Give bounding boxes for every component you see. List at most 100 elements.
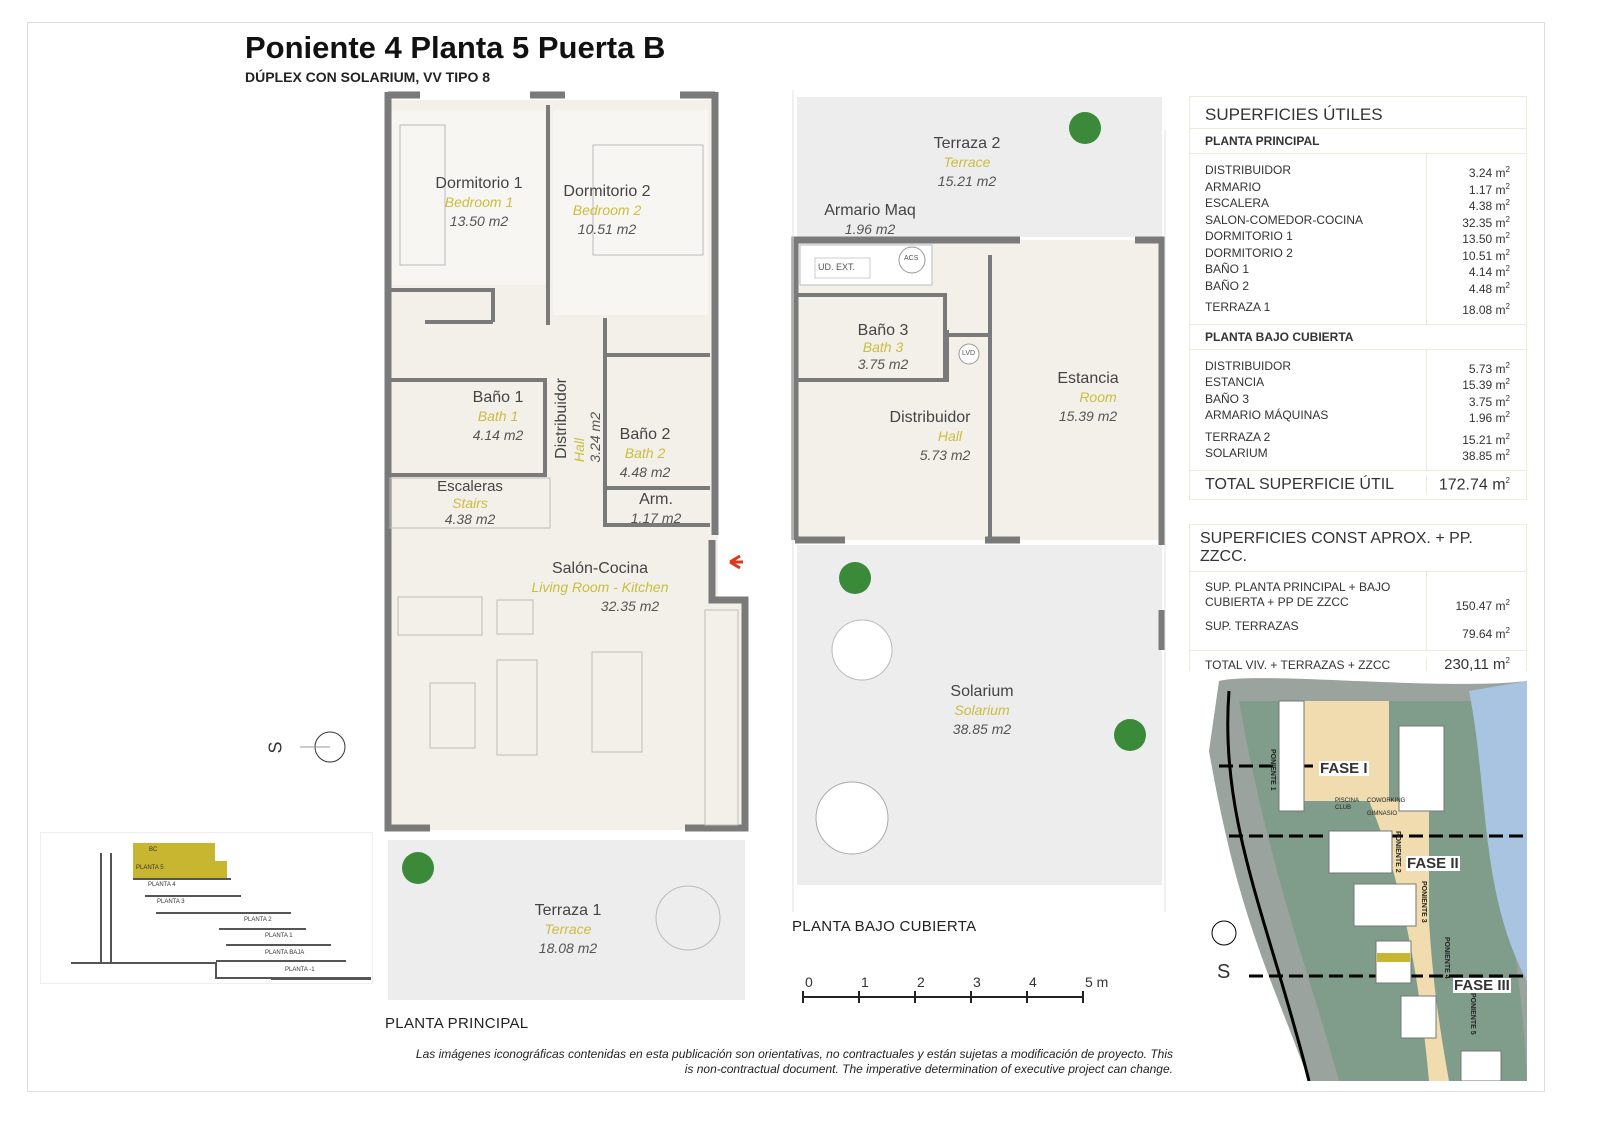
ud-ext-unit (814, 257, 871, 279)
area-row-label: BAÑO 2 (1205, 278, 1250, 293)
level-label: PLANTA 5 (136, 865, 164, 871)
site-plan: PONIENTE 1 PONIENTE 2 PONIENTE 3 PONIENT… (1189, 671, 1527, 1081)
ud-ext-label: UD. EXT. (818, 262, 856, 272)
unit: m (1492, 475, 1506, 493)
scale-tick: 4 (1029, 974, 1037, 990)
level-label: PLANTA 1 (265, 933, 293, 939)
total-value: 230,11 (1444, 656, 1489, 673)
area-row-label: ESTANCIA (1205, 375, 1265, 389)
area-row-value: 4.14 m2 (1468, 264, 1510, 279)
area-row-label: TERRAZA 1 (1205, 300, 1271, 314)
lvd-label: LVD (962, 350, 976, 357)
area-row-label: ARMARIO MÁQUINAS (1205, 408, 1329, 422)
area-row-value: 1.96 m2 (1468, 410, 1510, 425)
table-title: SUPERFICIES CONST APROX. + PP. ZZCC. (1190, 525, 1526, 572)
acs-unit (898, 246, 926, 274)
planta-principal-plan (384, 91, 749, 1000)
building-label-poniente-5: PONIENTE 5 (1469, 993, 1476, 1035)
area-row-label: TERRAZA 2 (1205, 429, 1271, 444)
area-row-value: 10.51 m2 (1462, 247, 1510, 263)
room-distribuidor-en: Hall (571, 438, 587, 463)
planta-bajo-cubierta-plan (402, 90, 1166, 912)
disclaimer: Las imágenes iconográficas contenidas en… (415, 1047, 1173, 1076)
row-value: 150.47 (1455, 599, 1493, 613)
amenity-label: COWORKING (1367, 798, 1406, 804)
page-frame (27, 22, 1545, 1092)
building-label-poniente-2: PONIENTE 2 (1394, 831, 1401, 873)
scale-bar (802, 991, 1084, 1003)
row-label: SUP. TERRAZAS (1205, 619, 1299, 633)
area-row-value: 15.39 m2 (1462, 377, 1510, 392)
site-north-label: S (1217, 961, 1231, 983)
scale-tick: 5 m (1085, 974, 1109, 990)
area-row-label: ESCALERA (1205, 196, 1270, 210)
area-row-label: BAÑO 1 (1205, 262, 1250, 276)
scale-tick: 1 (861, 974, 869, 990)
building-section-diagram: BC PLANTA 5 PLANTA 4 PLANTA 3 PLANTA 2 P… (40, 832, 373, 984)
area-row-value: 32.35 m2 (1462, 214, 1510, 230)
area-row-label: DORMITORIO 2 (1205, 245, 1293, 260)
row-value: 79.64 (1462, 627, 1493, 641)
north-label: S (265, 741, 286, 754)
section-title: PLANTA BAJO CUBIERTA (1190, 325, 1526, 350)
phase-label: FASE I (1319, 760, 1369, 777)
row-label: SUP. PLANTA PRINCIPAL + BAJO CUBIERTA + … (1205, 580, 1391, 609)
level-label: PLANTA 2 (244, 917, 272, 923)
area-row-label: DISTRIBUIDOR (1205, 163, 1292, 177)
level-label: PLANTA -1 (285, 967, 315, 973)
area-row-value: 13.50 m2 (1462, 231, 1510, 246)
building-label-poniente-3: PONIENTE 3 (1420, 881, 1427, 923)
floor-plans (300, 90, 1166, 1003)
scale-tick: 2 (917, 974, 925, 990)
planta-bajo-cubierta-label: PLANTA BAJO CUBIERTA (792, 918, 977, 935)
area-row-value: 15.21 m2 (1462, 431, 1510, 447)
area-row-label: BAÑO 3 (1205, 391, 1250, 406)
room-distribuidor-principal: Distribuidor (553, 378, 570, 459)
acs-label: ACS (904, 255, 919, 262)
planta-principal-label: PLANTA PRINCIPAL (385, 1015, 529, 1032)
area-row-value: 18.08 m2 (1462, 302, 1510, 317)
phase-label: FASE III (1453, 977, 1511, 994)
superficies-const-table: SUPERFICIES CONST APROX. + PP. ZZCC. SUP… (1189, 524, 1527, 679)
phase-label: FASE II (1406, 855, 1460, 872)
area-row-value: 3.24 m2 (1468, 165, 1510, 180)
level-label: BC (149, 847, 158, 853)
entrance-arrow-icon (729, 554, 743, 570)
table-title: SUPERFICIES ÚTILES (1190, 97, 1526, 129)
level-label: PLANTA 4 (148, 882, 176, 888)
room-distribuidor-area: 3.24 m2 (587, 412, 603, 463)
area-row-label: DORMITORIO 1 (1205, 229, 1293, 243)
amenity-label: PISCINA CLUB (1335, 798, 1359, 811)
area-row-value: 1.17 m2 (1468, 181, 1510, 197)
total-label: TOTAL SUPERFICIE ÚTIL (1190, 475, 1427, 494)
area-row-label: SALON-COMEDOR-COCINA (1205, 212, 1364, 227)
building-label-poniente-1: PONIENTE 1 (1269, 749, 1276, 791)
scale-tick: 3 (973, 974, 981, 990)
area-row-label: ARMARIO (1205, 179, 1262, 194)
total-value: 172.74 (1438, 475, 1488, 493)
total-label: TOTAL VIV. + TERRAZAS + ZZCC (1190, 657, 1427, 672)
area-row-value: 38.85 m2 (1462, 448, 1510, 463)
area-row-value: 5.73 m2 (1468, 360, 1510, 376)
section-title: PLANTA PRINCIPAL (1190, 129, 1526, 154)
principal-rows: DISTRIBUIDOR ARMARIO ESCALERA SALON-COMEDOR… (1190, 154, 1526, 325)
page-title: Poniente 4 Planta 5 Puerta B (245, 30, 666, 65)
amenity-label: GIMNASIO (1367, 811, 1398, 817)
site-north-arrow-icon (1211, 920, 1237, 946)
building-label-poniente-4: PONIENTE 4 (1443, 937, 1450, 979)
area-row-label: SOLARIUM (1205, 446, 1268, 460)
